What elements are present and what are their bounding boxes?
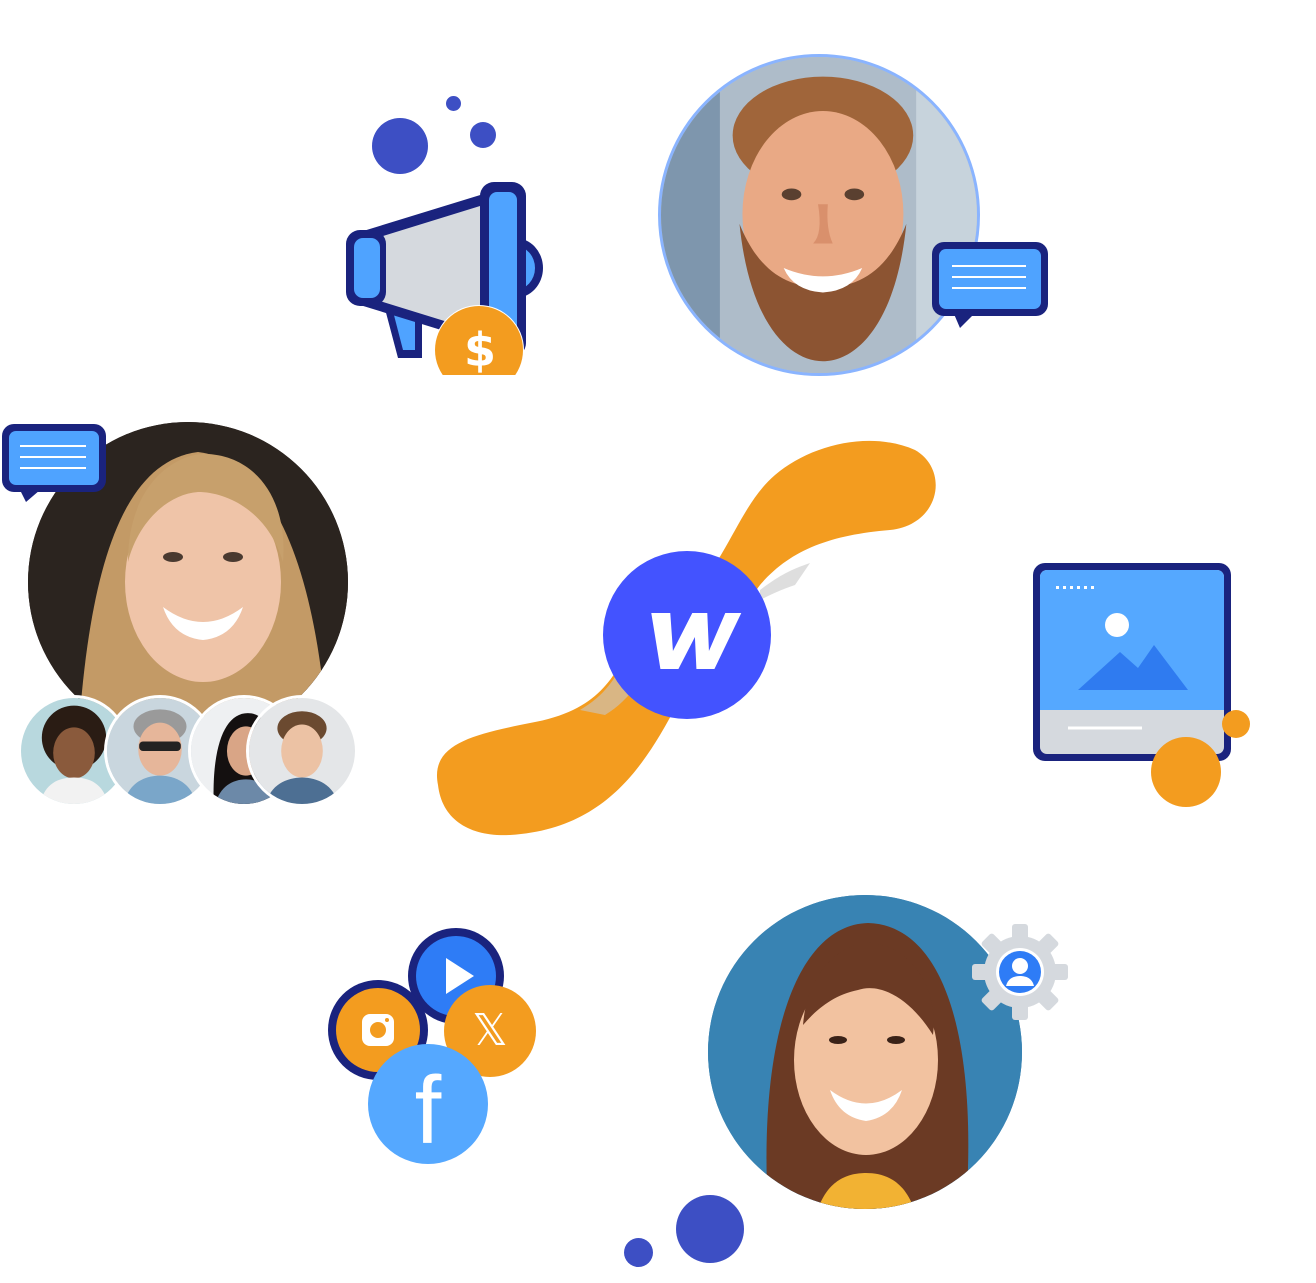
deco-dot-bottom-small: [624, 1238, 653, 1267]
young-man-avatar: [246, 695, 358, 807]
chat-bubble-icon: [2, 424, 106, 502]
deco-dot-bottom-large: [676, 1195, 744, 1263]
facebook-icon[interactable]: f: [368, 1044, 488, 1164]
facebook-label: f: [414, 1057, 442, 1164]
dollar-sign: $: [463, 323, 496, 377]
deco-dot-medium: [470, 122, 496, 148]
user-settings-icon: [972, 924, 1068, 1020]
smiling-woman-avatar: [708, 895, 1022, 1209]
x-label: 𝕏: [472, 1005, 508, 1056]
image-gallery-icon: [1033, 563, 1250, 807]
curly-hair-woman-avatar: [18, 695, 130, 807]
deco-dot-small: [446, 96, 461, 111]
blonde-woman-avatar: [28, 422, 348, 742]
chat-bubble-icon: [932, 242, 1048, 328]
webflow-w-icon: [651, 613, 742, 669]
deco-dot-large: [372, 118, 428, 174]
webflow-logo-badge: [603, 551, 771, 719]
megaphone-icon: [346, 182, 543, 375]
